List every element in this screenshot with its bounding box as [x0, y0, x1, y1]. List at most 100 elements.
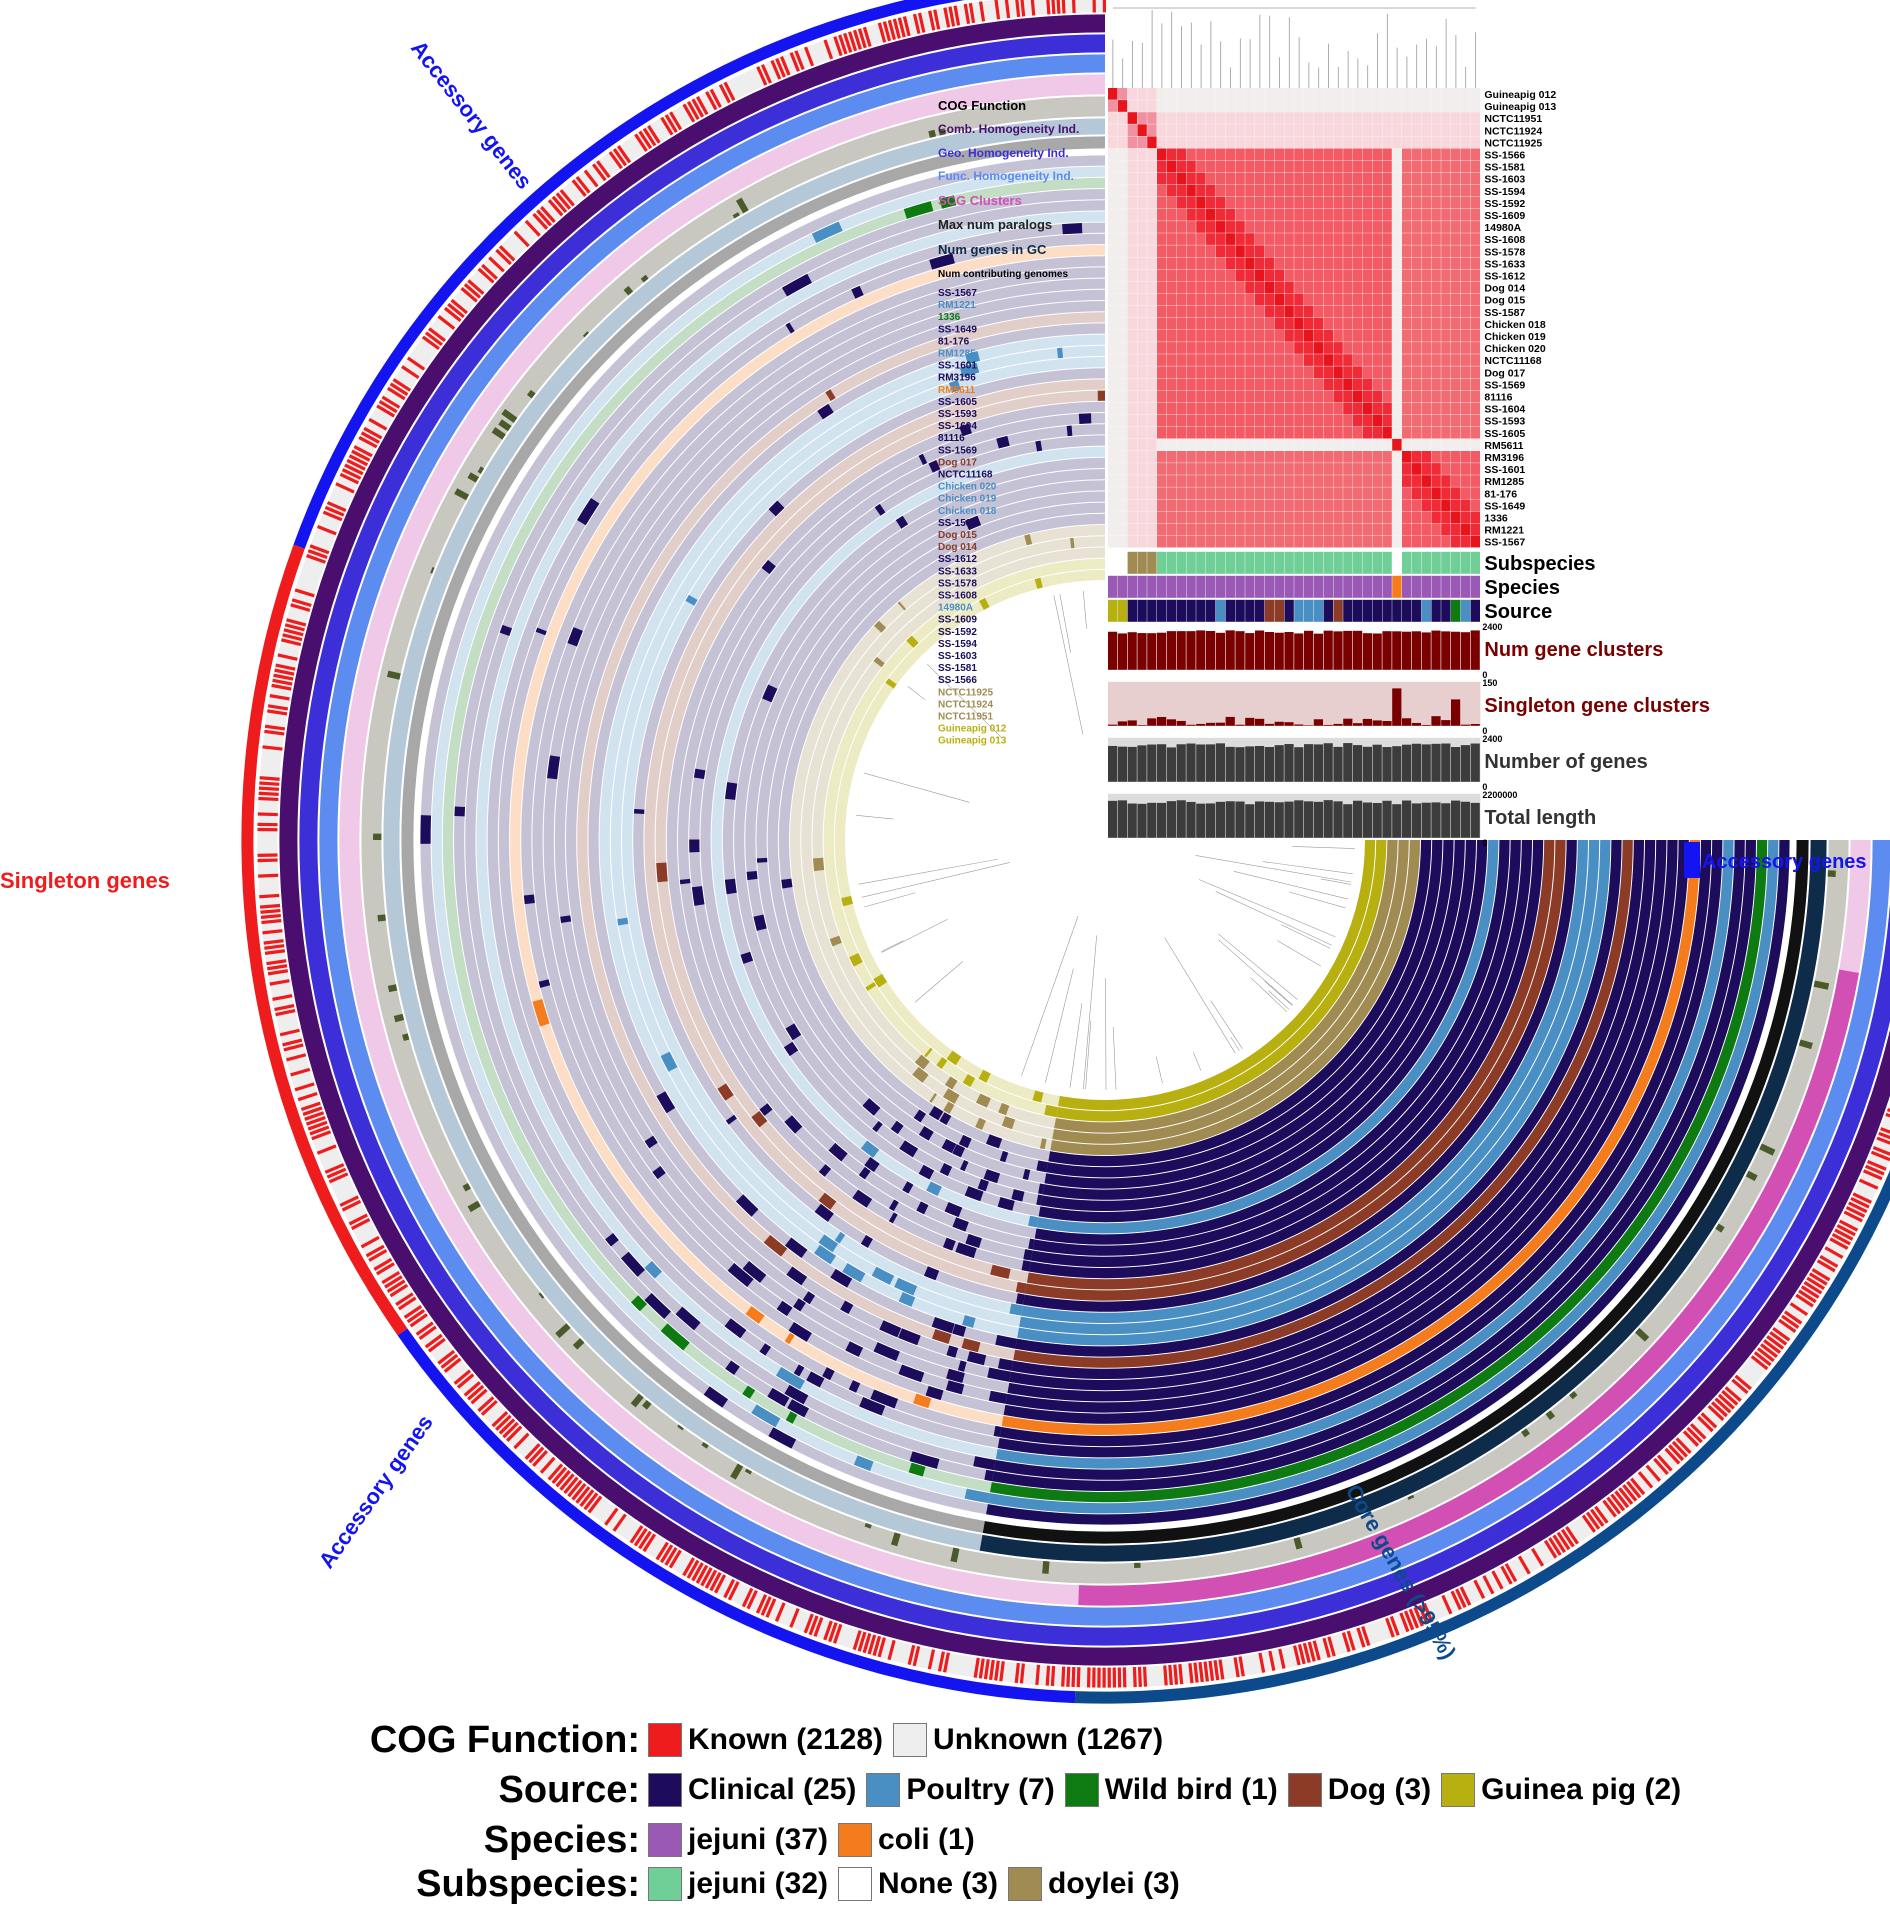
heatmap-cell [1412, 173, 1421, 185]
heatmap-cell [1177, 403, 1186, 415]
heatmap-cell [1441, 88, 1450, 100]
heatmap-cell [1216, 209, 1225, 221]
source-cell [1343, 600, 1352, 622]
heatmap-cell [1451, 197, 1460, 209]
heatmap-cell [1235, 270, 1244, 282]
heatmap-cell [1392, 487, 1401, 499]
heatmap-cell [1461, 512, 1470, 524]
num-gene-clusters-bar [1108, 632, 1117, 670]
heatmap-row-label: 81116 [1484, 392, 1512, 404]
heatmap-cell [1471, 415, 1480, 427]
heatmap-cell [1314, 124, 1323, 136]
heatmap-cell [1157, 524, 1166, 536]
singleton-gene-clusters-bar [1402, 718, 1411, 726]
heatmap-cell [1108, 282, 1117, 294]
heatmap-cell [1108, 149, 1117, 161]
heatmap-cell [1343, 403, 1352, 415]
genome-label: SS-1612 [938, 554, 977, 565]
genome-presence-block [1036, 1160, 1048, 1172]
heatmap-cell [1128, 185, 1137, 197]
heatmap-cell [1461, 294, 1470, 306]
heatmap-cell [1226, 499, 1235, 511]
heatmap-cell [1363, 391, 1372, 403]
heatmap-cell [1343, 209, 1352, 221]
singleton-gene-clusters-bar [1177, 721, 1186, 726]
legend-row-species: Species: jejuni (37) coli (1) [0, 1820, 985, 1860]
heatmap-cell [1471, 294, 1480, 306]
heatmap-row-label: SS-1578 [1484, 246, 1525, 258]
heatmap-cell [1431, 245, 1440, 257]
heatmap-cell [1314, 403, 1323, 415]
heatmap-cell [1431, 487, 1440, 499]
heatmap-cell [1451, 124, 1460, 136]
heatmap-cell [1373, 354, 1382, 366]
species-cell [1382, 576, 1391, 598]
heatmap-cell [1353, 342, 1362, 354]
heatmap-cell [1177, 233, 1186, 245]
heatmap-cell [1451, 354, 1460, 366]
heatmap-cell [1206, 475, 1215, 487]
source-cell [1147, 600, 1156, 622]
heatmap-cell [1461, 524, 1470, 536]
singleton-gene-clusters-bar [1284, 722, 1293, 726]
heatmap-cell [1226, 161, 1235, 173]
heatmap-cell [1157, 112, 1166, 124]
heatmap-cell [1196, 209, 1205, 221]
species-cell [1265, 576, 1274, 598]
heatmap-cell [1196, 487, 1205, 499]
singleton-gene-clusters-bar [1235, 725, 1244, 726]
heatmap-cell [1294, 161, 1303, 173]
heatmap-cell [1186, 403, 1195, 415]
species-cell [1343, 576, 1352, 598]
heatmap-cell [1206, 209, 1215, 221]
heatmap-cell [1177, 270, 1186, 282]
heatmap-cell [1373, 270, 1382, 282]
heatmap-cell [1441, 487, 1450, 499]
heatmap-cell [1353, 318, 1362, 330]
num-gene-clusters-panel-label: Num gene clusters [1484, 639, 1663, 661]
heatmap-cell [1451, 185, 1460, 197]
heatmap-cell [1461, 427, 1470, 439]
heatmap-cell [1186, 463, 1195, 475]
heatmap-cell [1471, 173, 1480, 185]
heatmap-cell [1363, 403, 1372, 415]
doylei-swatch [1008, 1867, 1042, 1901]
heatmap-cell [1422, 270, 1431, 282]
heatmap-row-label: SS-1594 [1484, 186, 1525, 198]
heatmap-cell [1402, 185, 1411, 197]
heatmap-cell [1167, 197, 1176, 209]
heatmap-row-label: SS-1569 [1484, 379, 1525, 391]
heatmap-cell [1226, 439, 1235, 451]
number-of-genes-bar [1314, 744, 1323, 781]
heatmap-cell [1461, 221, 1470, 233]
heatmap-cell [1441, 245, 1450, 257]
heatmap-cell [1431, 391, 1440, 403]
heatmap-cell [1431, 330, 1440, 342]
heatmap-cell [1167, 233, 1176, 245]
heatmap-cell [1304, 487, 1313, 499]
number-of-genes-bar [1402, 745, 1411, 782]
heatmap-cell [1363, 245, 1372, 257]
heatmap-cell [1324, 512, 1333, 524]
num-gene-clusters-bar [1196, 630, 1205, 669]
heatmap-cell [1451, 524, 1460, 536]
heatmap-cell [1461, 475, 1470, 487]
heatmap-cell [1412, 318, 1421, 330]
heatmap-cell [1196, 475, 1205, 487]
heatmap-cell [1157, 318, 1166, 330]
heatmap-cell [1255, 100, 1264, 112]
heatmap-cell [1245, 366, 1254, 378]
species-cell [1402, 576, 1411, 598]
cog-known-stripe [1087, 1667, 1091, 1687]
heatmap-cell [1137, 306, 1146, 318]
total-length-min-label: 0 [1482, 838, 1487, 848]
heatmap-cell [1422, 161, 1431, 173]
heatmap-cell [1177, 391, 1186, 403]
heatmap-cell [1128, 354, 1137, 366]
heatmap-cell [1294, 342, 1303, 354]
heatmap-cell [1177, 173, 1186, 185]
heatmap-cell [1216, 318, 1225, 330]
legend-item-known: Known (2128) [648, 1723, 883, 1757]
heatmap-cell [1294, 366, 1303, 378]
heatmap-cell [1128, 330, 1137, 342]
